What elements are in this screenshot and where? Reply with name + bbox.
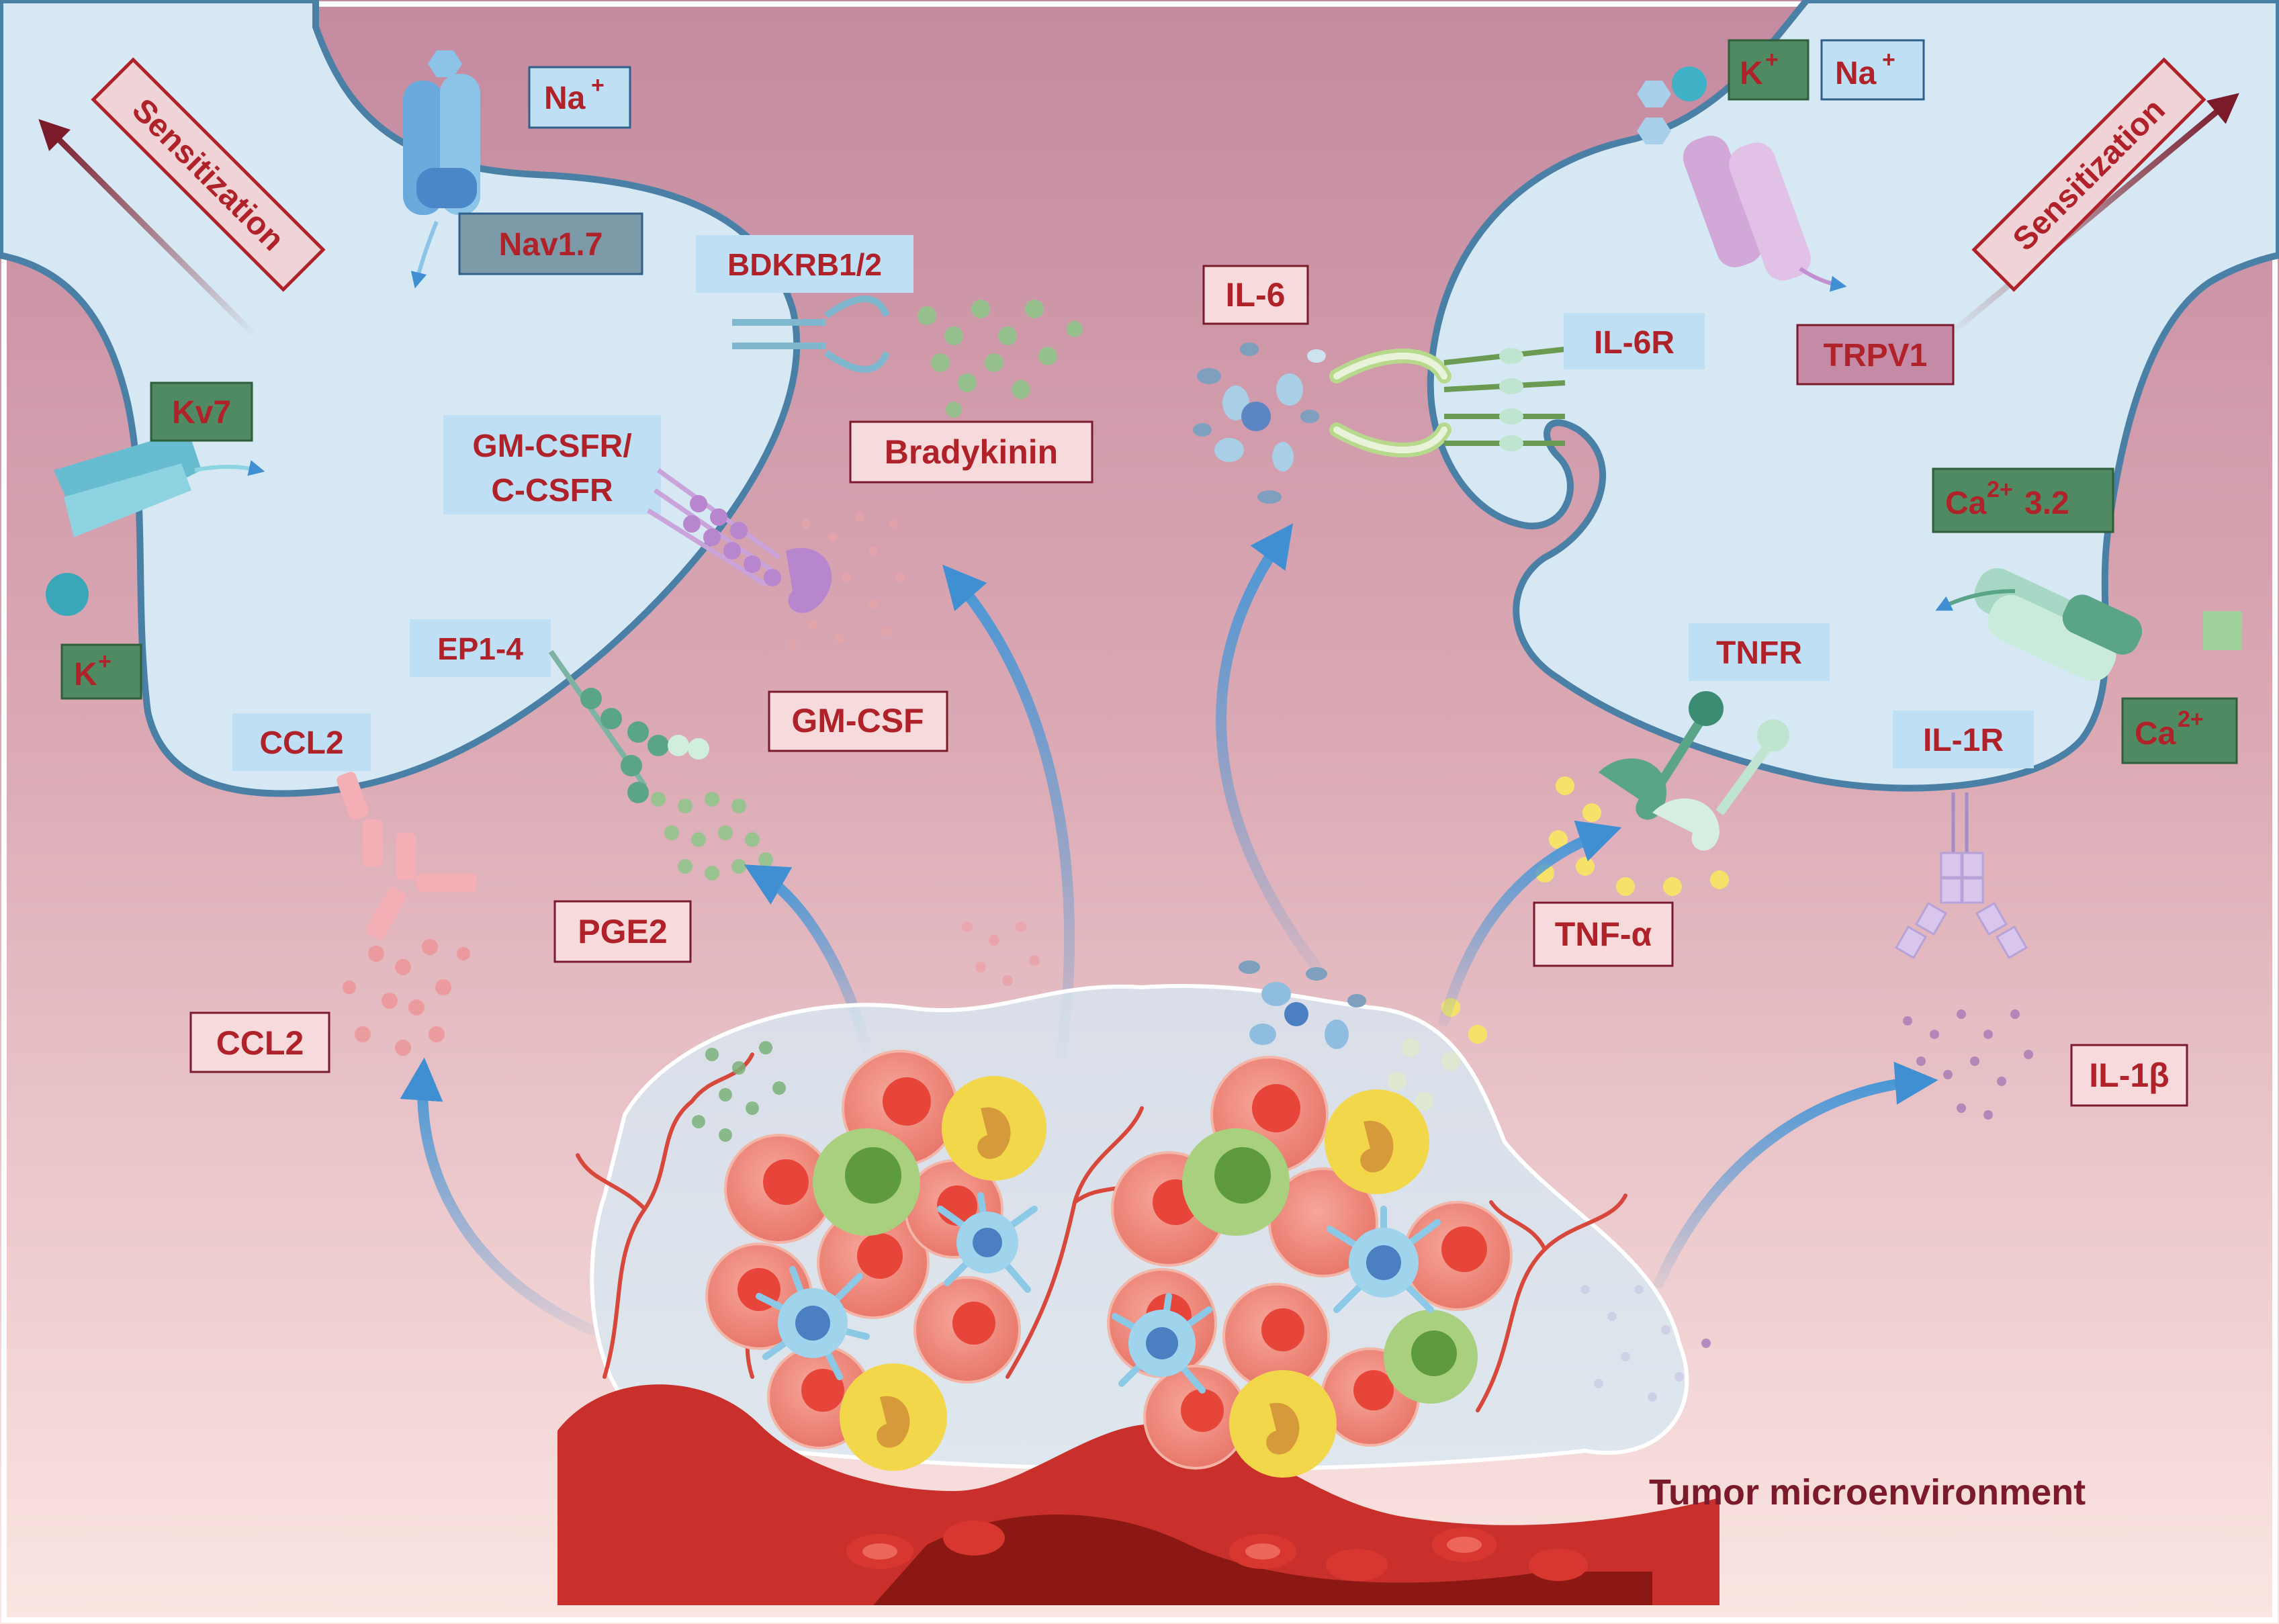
svg-text:PGE2: PGE2 xyxy=(578,913,667,950)
bradykinin-label: Bradykinin xyxy=(849,420,1093,484)
ccl2-label: CCL2 xyxy=(189,1011,330,1073)
svg-text:Bradykinin: Bradykinin xyxy=(885,433,1058,471)
arrow-to-tnfa xyxy=(1439,820,1622,1026)
svg-text:+: + xyxy=(98,649,111,674)
svg-text:Na: Na xyxy=(544,81,586,116)
arrow-to-il1b xyxy=(1654,1061,1938,1288)
svg-text:3.2: 3.2 xyxy=(2024,486,2069,521)
cav32-channel-icon xyxy=(1935,568,2242,682)
il6r-receptor-label: IL-6R xyxy=(1564,313,1705,369)
kv7-label: Kv7 xyxy=(150,381,253,442)
svg-text:2+: 2+ xyxy=(2178,707,2204,732)
svg-text:+: + xyxy=(1765,47,1779,73)
svg-text:BDKRB1/2: BDKRB1/2 xyxy=(727,247,882,282)
na-ion-label-left: Na + xyxy=(528,66,631,129)
nav17-label: Nav1.7 xyxy=(458,212,643,275)
ep-receptor-label: EP1-4 xyxy=(410,619,551,677)
svg-text:IL-1β: IL-1β xyxy=(2089,1056,2169,1094)
ccl2-receptor-label: CCL2 xyxy=(232,713,371,771)
il1r-receptor-icon xyxy=(1894,793,2028,960)
k-ion-label-right: K + xyxy=(1728,39,1809,101)
trpv1-channel-icon xyxy=(1637,66,1847,292)
svg-text:K: K xyxy=(1740,56,1763,91)
pge2-label: PGE2 xyxy=(553,900,692,963)
svg-text:TRPV1: TRPV1 xyxy=(1824,338,1928,373)
tumor-microenvironment-label: Tumor microenvironment xyxy=(1649,1472,2086,1513)
il1b-label: IL-1β xyxy=(2070,1044,2188,1107)
svg-text:C-CSFR: C-CSFR xyxy=(491,473,613,508)
bdkrb-receptor-icon xyxy=(732,296,890,373)
bdkrb-receptor-label: BDKRB1/2 xyxy=(696,235,913,293)
tumor-illustration xyxy=(557,921,1719,1605)
svg-text:IL-6: IL-6 xyxy=(1226,276,1286,314)
gmcsfr-receptor-icon xyxy=(647,468,832,613)
ca-ion-label-right: Ca 2+ xyxy=(2121,697,2238,764)
il6r-receptor-icon xyxy=(1329,347,1566,457)
tnfr-receptor-label: TNFR xyxy=(1689,623,1830,681)
svg-text:TNFR: TNFR xyxy=(1716,635,1802,671)
il6-particles xyxy=(1193,343,1326,504)
il6-label: IL-6 xyxy=(1202,265,1309,325)
kv7-channel-icon xyxy=(46,430,265,616)
sensitization-arrow-left xyxy=(38,119,258,339)
svg-text:Ca: Ca xyxy=(2135,716,2176,752)
svg-text:Ca: Ca xyxy=(1945,486,1987,521)
trpv1-label: TRPV1 xyxy=(1796,324,1955,386)
gmcsfr-receptor-label: GM-CSFR/ C-CSFR xyxy=(443,415,661,514)
pge2-particles xyxy=(651,792,773,881)
na-ion-label-right: Na + xyxy=(1820,39,1925,101)
svg-text:Nav1.7: Nav1.7 xyxy=(499,227,603,263)
sensitization-arrow-right xyxy=(1946,93,2239,339)
tnfr-receptor-icon xyxy=(1599,691,1789,851)
gmcsf-particles xyxy=(788,512,905,649)
il1r-receptor-label: IL-1R xyxy=(1893,711,2034,768)
svg-text:IL-1R: IL-1R xyxy=(1923,723,2004,758)
cav32-label: Ca 2+ 3.2 xyxy=(1932,467,2114,533)
svg-text:TNF-α: TNF-α xyxy=(1555,915,1652,953)
svg-text:Kv7: Kv7 xyxy=(172,395,231,431)
svg-text:+: + xyxy=(591,73,605,98)
arrow-to-il6 xyxy=(1216,523,1322,973)
svg-text:GM-CSFR/: GM-CSFR/ xyxy=(472,428,631,464)
svg-text:CCL2: CCL2 xyxy=(216,1024,304,1062)
bradykinin-particles xyxy=(918,300,1083,418)
svg-text:2+: 2+ xyxy=(1987,477,2013,502)
nav17-channel-icon xyxy=(403,50,480,289)
svg-text:EP1-4: EP1-4 xyxy=(437,631,523,666)
svg-text:K: K xyxy=(74,657,97,692)
arrow-to-ccl2 xyxy=(400,1057,596,1335)
ep-receptor-icon xyxy=(548,649,709,803)
svg-text:GM-CSF: GM-CSF xyxy=(791,702,924,739)
k-ion-label-left: K + xyxy=(60,643,142,700)
gmcsf-label: GM-CSF xyxy=(768,690,948,752)
svg-text:Na: Na xyxy=(1835,56,1877,91)
svg-text:+: + xyxy=(1882,47,1895,73)
tnfa-label: TNF-α xyxy=(1533,901,1674,967)
svg-text:Tumor microenvironment: Tumor microenvironment xyxy=(1649,1472,2086,1513)
ccl2-receptor-icon xyxy=(337,772,477,940)
svg-text:IL-6R: IL-6R xyxy=(1594,325,1674,361)
arrow-to-gmcsf xyxy=(942,564,1075,1060)
svg-text:CCL2: CCL2 xyxy=(259,725,343,761)
ccl2-particles xyxy=(343,939,470,1056)
